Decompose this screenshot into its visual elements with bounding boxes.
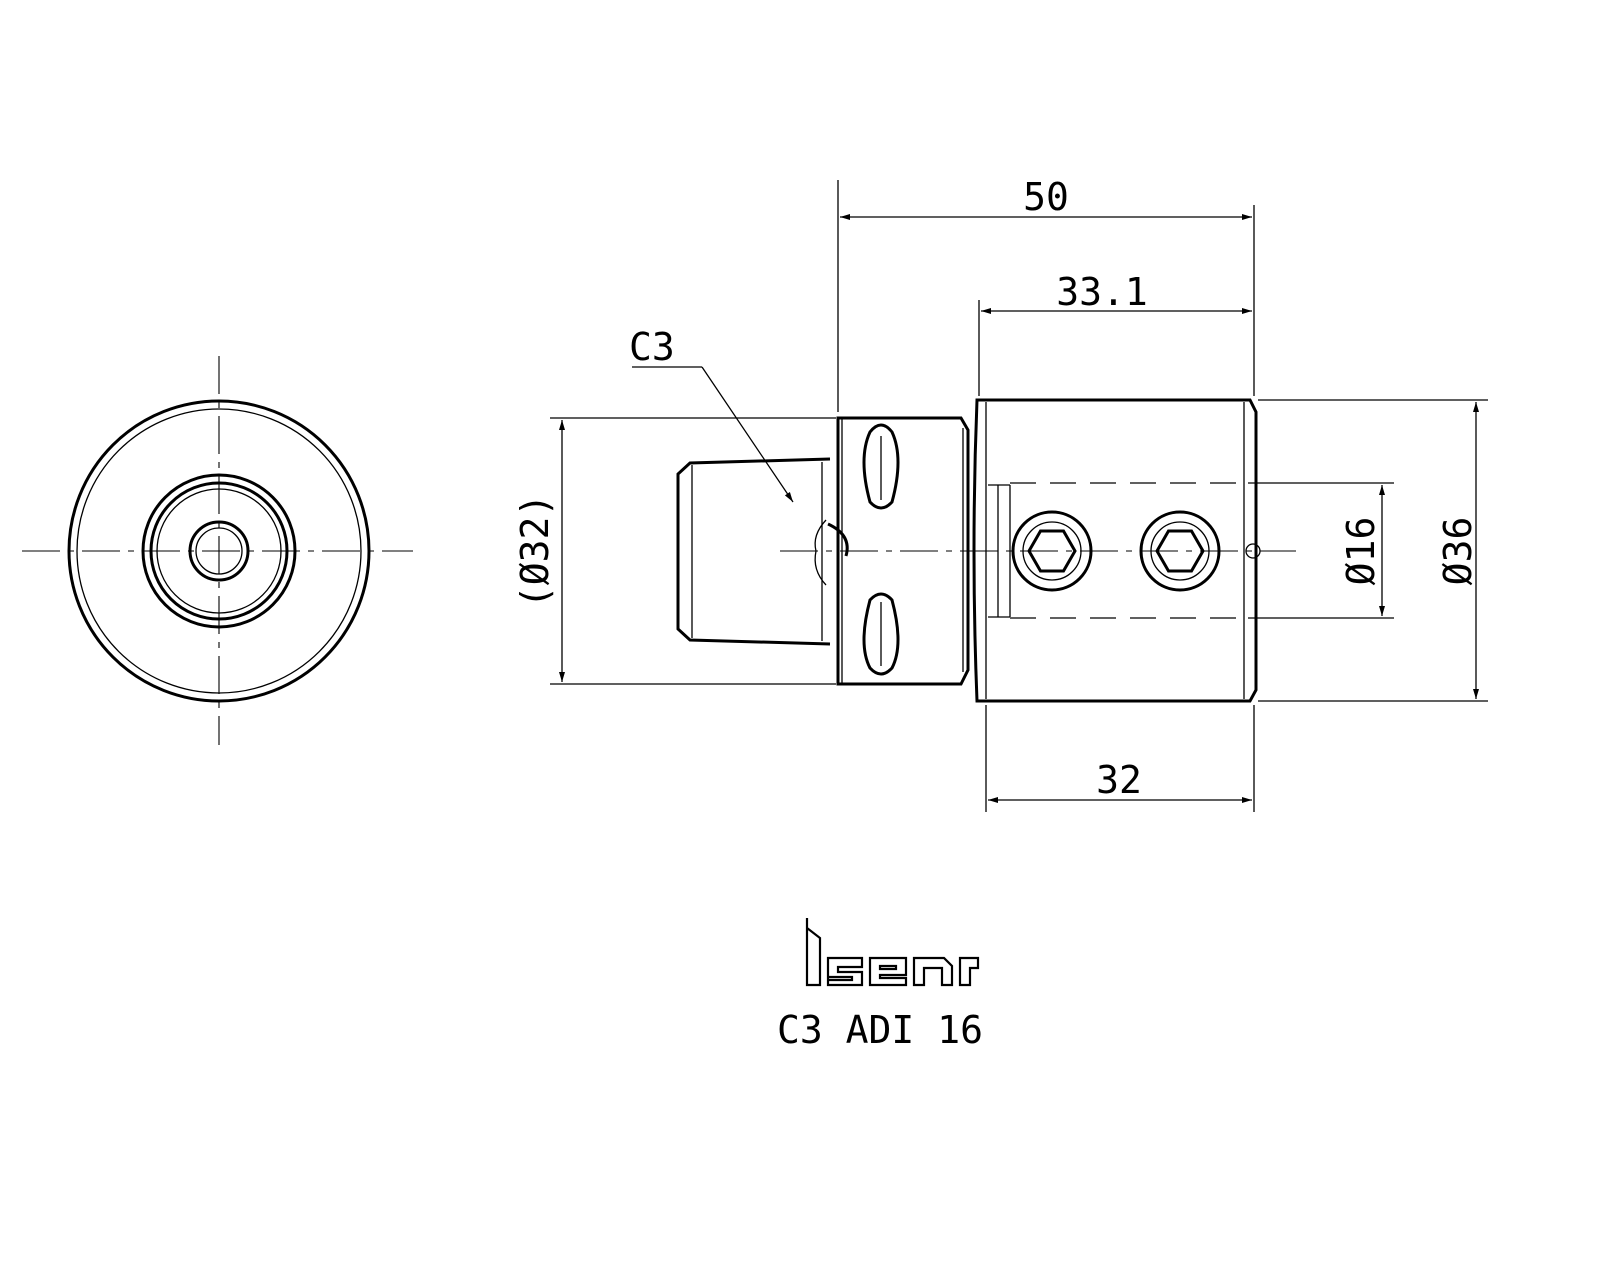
brand-logo [805, 918, 980, 987]
set-screw-1 [1011, 510, 1093, 592]
flange [836, 416, 970, 686]
coupling-label: C3 [629, 325, 675, 369]
dim-bore-depth-text: 32 [1096, 758, 1142, 802]
dim-body-length-text: 33.1 [1056, 270, 1148, 314]
set-screw-2 [1139, 510, 1221, 592]
part-name: C3 ADI 16 [777, 1008, 983, 1052]
dim-body-diameter-text: Ø36 [1436, 517, 1480, 586]
side-view: 50 33.1 32 (Ø32) Ø16 Ø36 [513, 175, 1488, 812]
dim-overall-length-text: 50 [1023, 175, 1069, 219]
dim-shank-diameter [550, 417, 836, 685]
end-view [22, 356, 413, 745]
coupling-leader [632, 366, 794, 503]
dim-overall-length [837, 180, 1255, 412]
dim-bore-diameter-text: Ø16 [1339, 517, 1383, 586]
dim-shank-diameter-text: (Ø32) [513, 494, 557, 608]
dim-bore-depth [985, 705, 1255, 812]
dim-bore-diameter [1248, 482, 1394, 619]
shank [676, 457, 849, 646]
dim-body-length [978, 300, 1252, 396]
dim-body-diameter [1258, 399, 1488, 702]
body [972, 398, 1261, 703]
